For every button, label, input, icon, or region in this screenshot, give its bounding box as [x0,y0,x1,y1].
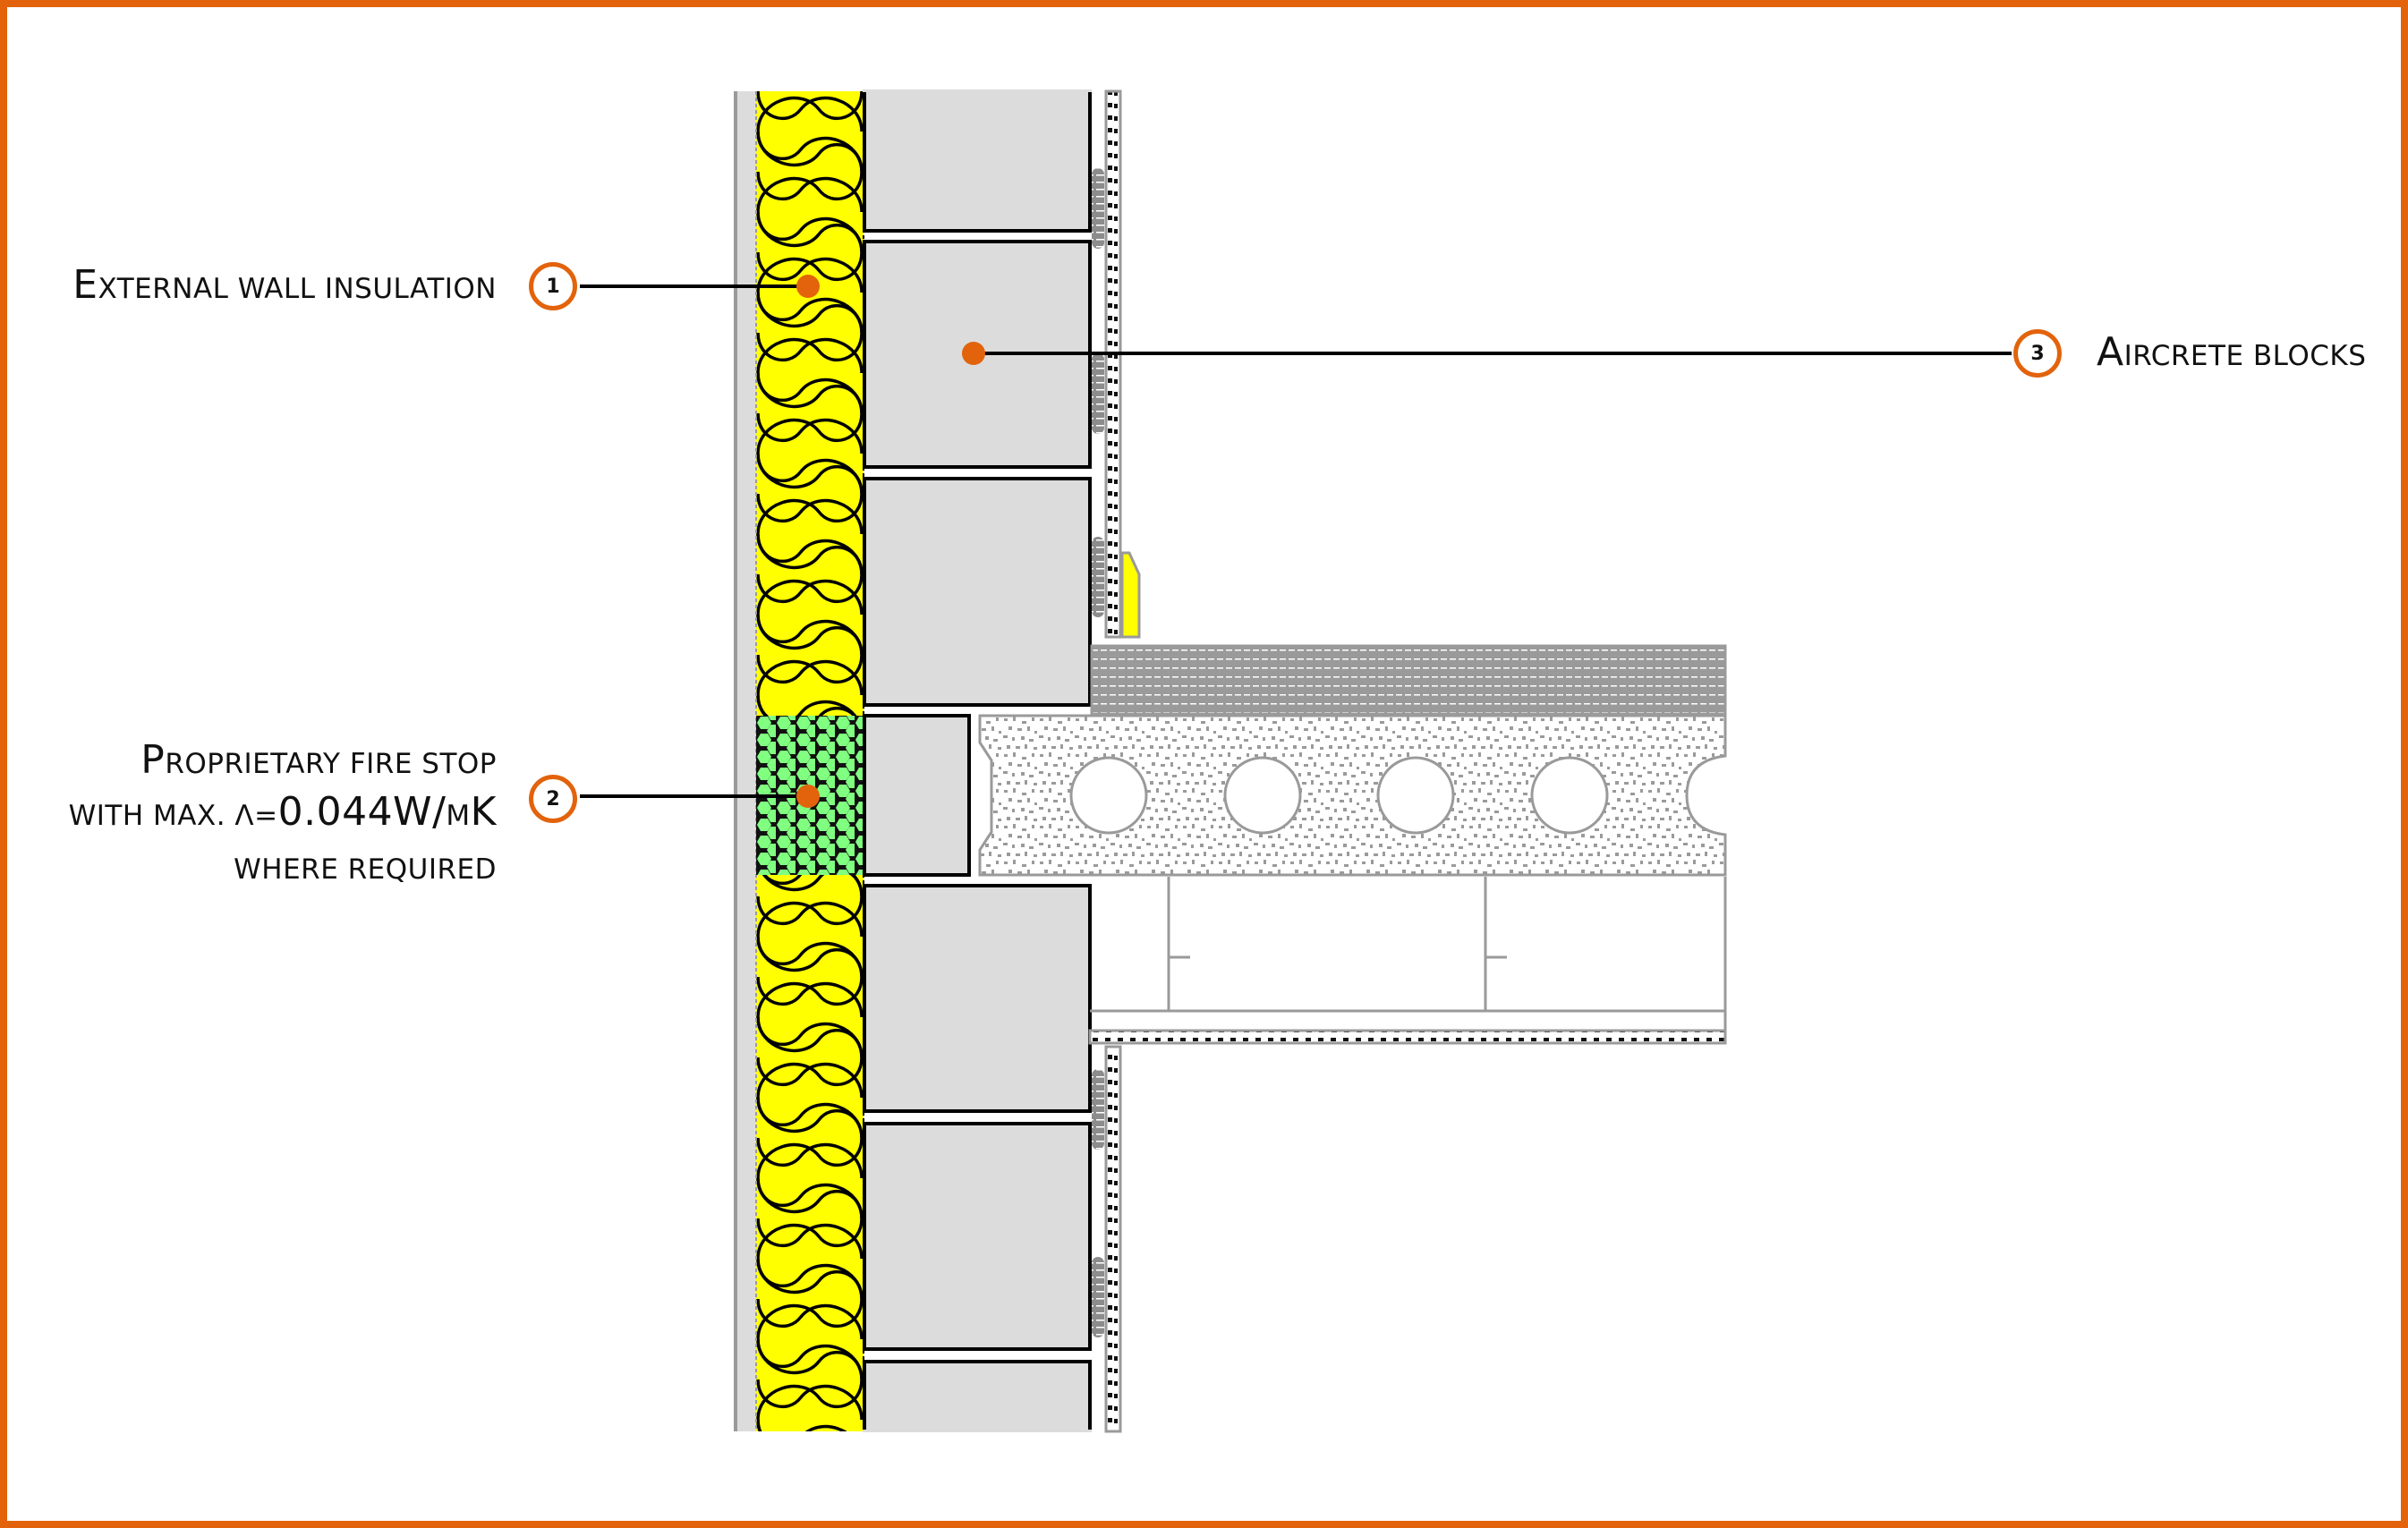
plasterboard-lining [1104,89,1122,1433]
label-fire-stop-line3: where required [234,856,497,884]
label-aircrete-blocks: Aircrete blocks [2097,333,2366,372]
label-fire-stop-line2: with max. λ=0.044W/mK [69,793,497,832]
plaster-dabs [1092,168,1104,1337]
marker-dot-1 [796,275,820,298]
marker-dot-2 [796,785,820,808]
label-initial: A [2097,329,2124,375]
lambda-value: 0.044W/ [277,789,447,835]
callout-number-2: 2 [529,775,577,823]
label-initial: E [72,262,98,308]
label-fire-stop-line1: Proprietary fire stop [140,741,497,780]
callout-number-3: 3 [2013,329,2062,378]
render-layer [734,91,756,1431]
ceiling-void [1090,877,1727,1040]
external-wall-insulation [755,91,864,1431]
callout-number-1: 1 [529,262,577,310]
lambda-prefix: with max. λ= [68,800,278,832]
label-external-wall-insulation: External wall insulation [72,266,497,305]
label-rest: where required [234,853,497,886]
label-rest: xternal wall insulation [98,273,497,305]
label-rest: roprietary fire stop [165,748,497,780]
leader-dots [796,275,985,808]
skirting-insulation [1120,551,1141,639]
unit-big: K [470,789,497,835]
hollowcore-floor-slab [978,714,1727,877]
aircrete-blocks [863,91,1092,1431]
label-initial: P [140,737,166,783]
label-rest: ircrete blocks [2123,340,2367,372]
unit-small: m [446,800,471,832]
floor-screed [1090,644,1727,716]
marker-dot-3 [962,342,985,365]
ceiling-plasterboard [1088,1029,1727,1045]
leader-lines [580,284,2012,798]
